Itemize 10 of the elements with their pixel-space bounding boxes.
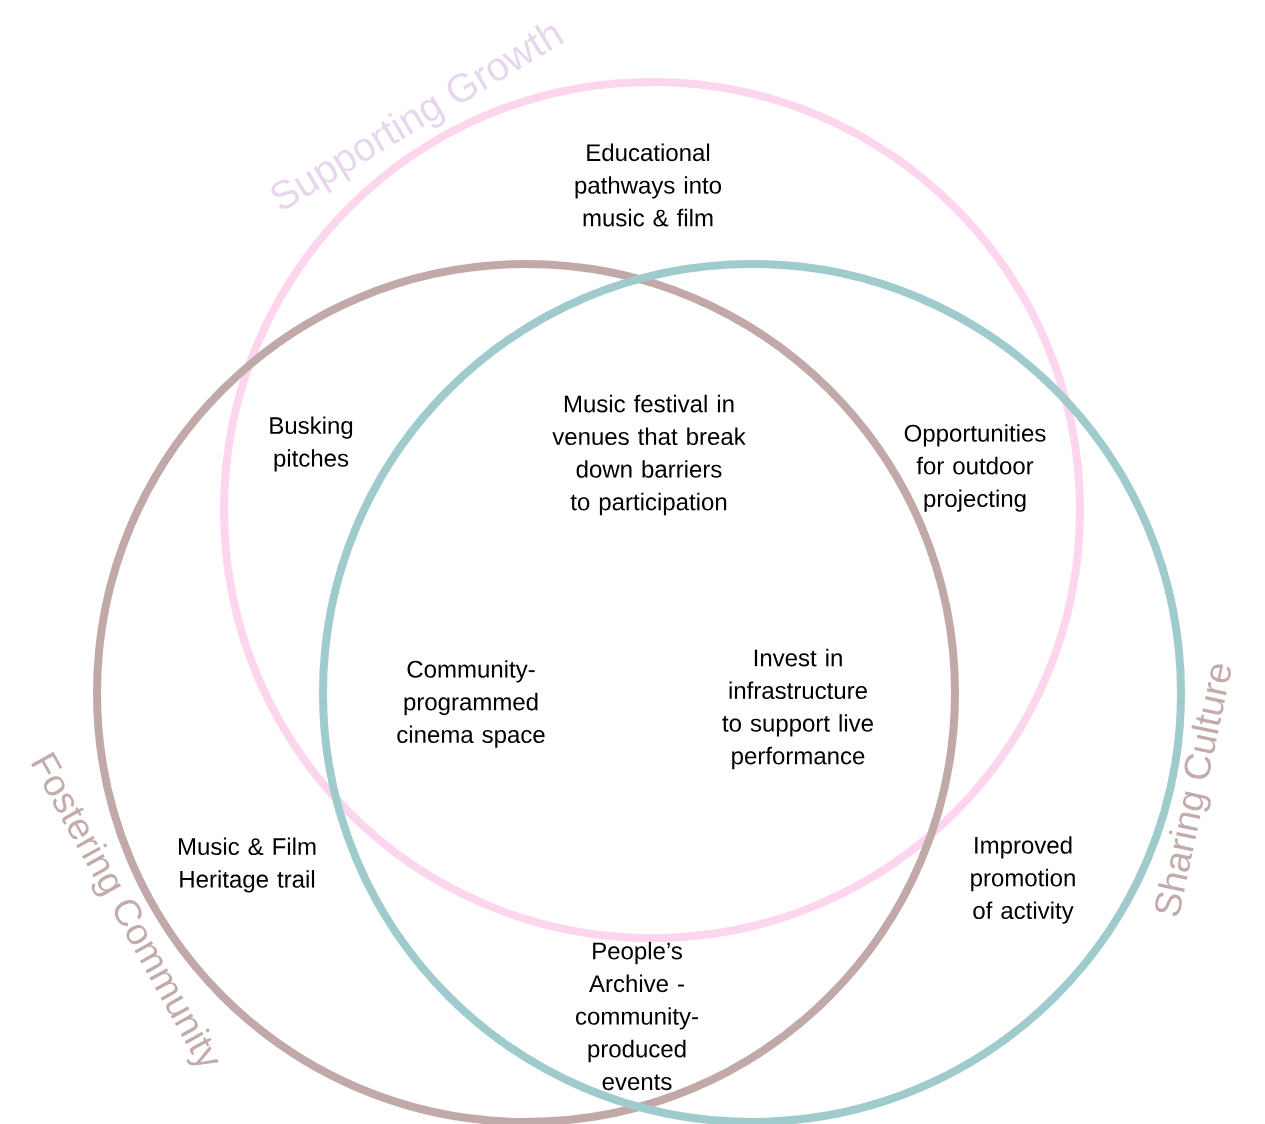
region-label: Busking pitches — [270, 416, 353, 472]
region-label: Music festival in venues that break down barriers to participation — [552, 394, 746, 516]
region-label: Music & Film Heritage trail — [178, 837, 316, 893]
region-label: Educational pathways into music & film — [575, 143, 721, 227]
region-label: People’s Archive - community-produced events — [576, 941, 698, 1091]
circle-title: Sharing Culture — [1155, 664, 1231, 916]
region-label: Opportunities for outdoor projecting — [904, 424, 1046, 512]
region-label: Invest in infrastructure to support live performance — [722, 648, 873, 770]
region-label: Improved promotion of activity — [971, 836, 1075, 924]
region-label: Community-programmed cinema space — [397, 660, 545, 748]
